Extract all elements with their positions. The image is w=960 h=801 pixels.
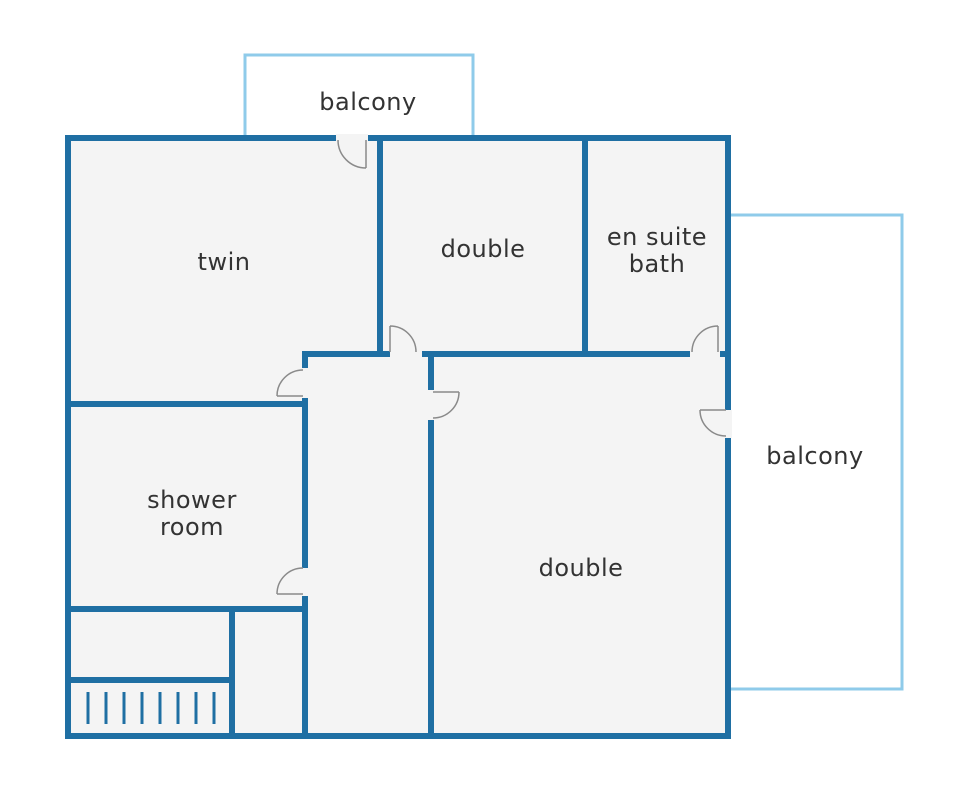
interior-floor xyxy=(68,138,728,736)
balcony-top-outline xyxy=(243,53,475,139)
double-bottom-label: double xyxy=(539,554,624,582)
en-suite-label-line2: bath xyxy=(629,250,686,278)
double-top-label: double xyxy=(441,235,526,263)
balcony-top-label: balcony xyxy=(319,88,416,116)
balcony-right-outline xyxy=(726,213,904,691)
twin-label: twin xyxy=(198,248,251,276)
stairs xyxy=(86,692,216,724)
shower-room-label-line1: shower xyxy=(147,486,237,514)
en-suite-label-line1: en suite xyxy=(607,223,707,251)
balcony-right-label: balcony xyxy=(766,442,863,470)
doors xyxy=(276,134,732,596)
shower-room-label-line2: room xyxy=(160,513,224,541)
